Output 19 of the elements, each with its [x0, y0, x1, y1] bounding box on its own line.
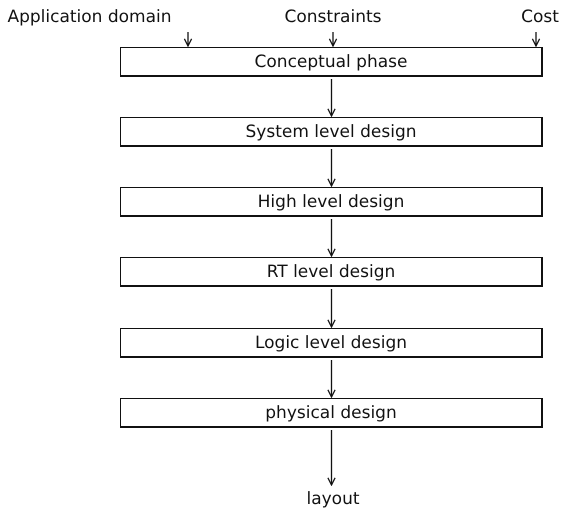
arrow [327, 219, 336, 257]
input-label: Constraints [270, 4, 396, 30]
input-label: Cost [510, 4, 570, 30]
input-label: Application domain [2, 4, 177, 30]
arrow [327, 149, 336, 187]
arrow [327, 360, 336, 398]
arrow [532, 32, 540, 47]
process-box: RT level design [120, 257, 543, 287]
process-box: System level design [120, 117, 543, 147]
arrow [327, 289, 336, 328]
process-box: physical design [120, 398, 543, 428]
arrow [327, 430, 336, 486]
process-box: Logic level design [120, 328, 543, 358]
arrow [184, 32, 192, 47]
process-box: Conceptual phase [120, 47, 543, 77]
arrow [327, 79, 336, 117]
process-box: High level design [120, 187, 543, 217]
arrow [328, 32, 338, 47]
output-label: layout [290, 486, 376, 512]
